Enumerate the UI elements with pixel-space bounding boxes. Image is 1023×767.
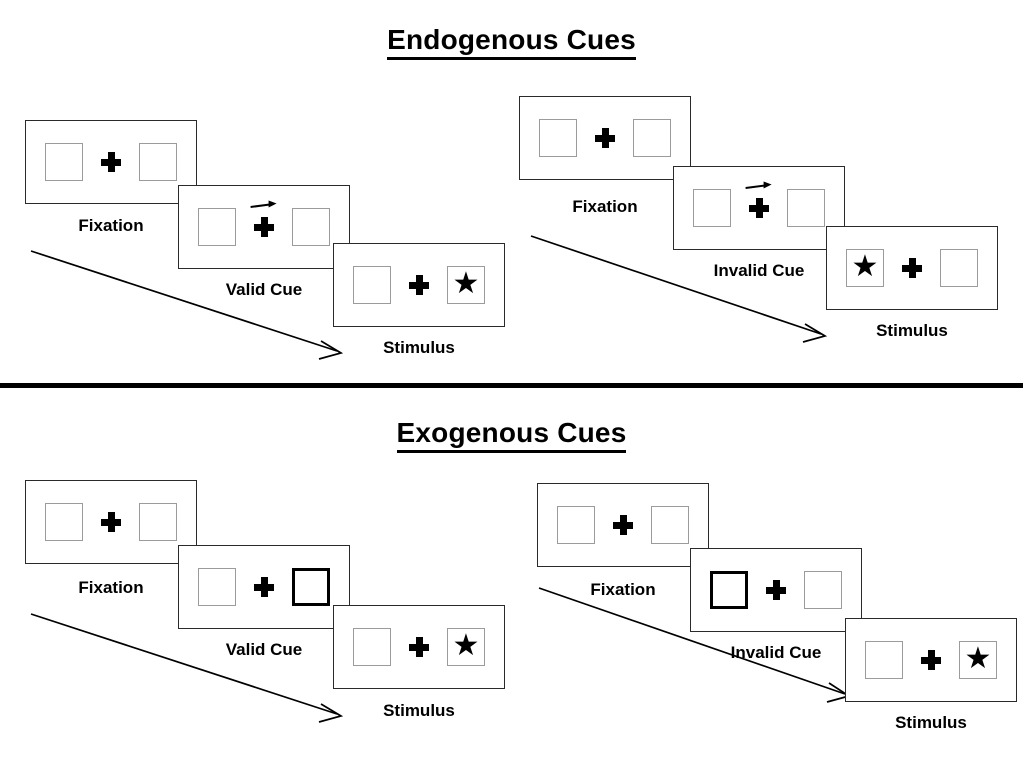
section-endogenous: Endogenous Cues Fixation Va bbox=[0, 24, 1023, 360]
panel-content bbox=[198, 200, 330, 246]
panel-label-endogenous-valid-cue: Valid Cue bbox=[225, 280, 303, 299]
fixation-cross-icon bbox=[745, 181, 772, 218]
panel-label-exogenous-invalid-stimulus: Stimulus bbox=[895, 713, 967, 732]
right-box bbox=[139, 503, 177, 541]
panel-content: ★ bbox=[846, 249, 978, 287]
panel-endogenous-invalid-fixation[interactable] bbox=[519, 96, 691, 180]
panel-endogenous-invalid-stimulus[interactable]: ★ bbox=[826, 226, 998, 310]
panel-label-endogenous-valid-fixation: Fixation bbox=[78, 216, 144, 235]
star-icon: ★ bbox=[851, 250, 879, 283]
section-title-exogenous-text: Exogenous Cues bbox=[396, 417, 627, 453]
left-box bbox=[198, 568, 236, 606]
panel-label-endogenous-invalid-stimulus: Stimulus bbox=[876, 321, 948, 340]
panel-label-exogenous-invalid-fixation: Fixation bbox=[590, 580, 656, 599]
panel-endogenous-valid-fixation[interactable] bbox=[25, 120, 197, 204]
panel-content bbox=[557, 506, 689, 544]
left-box bbox=[353, 266, 391, 304]
panel-content: ★ bbox=[353, 266, 485, 304]
left-box bbox=[693, 189, 731, 227]
fixation-cross-icon bbox=[595, 128, 615, 148]
panel-label-endogenous-invalid-fixation: Fixation bbox=[572, 197, 638, 216]
star-icon: ★ bbox=[964, 642, 992, 675]
left-box bbox=[865, 641, 903, 679]
right-box-target: ★ bbox=[959, 641, 997, 679]
fixation-cross-icon bbox=[902, 258, 922, 278]
section-title-exogenous: Exogenous Cues bbox=[0, 417, 1023, 453]
right-box-target: ★ bbox=[447, 266, 485, 304]
panel-exogenous-valid-fixation[interactable] bbox=[25, 480, 197, 564]
right-box bbox=[139, 143, 177, 181]
panel-content bbox=[693, 181, 825, 227]
star-icon: ★ bbox=[452, 629, 480, 662]
right-box bbox=[651, 506, 689, 544]
right-box bbox=[804, 571, 842, 609]
panel-content bbox=[539, 119, 671, 157]
panel-content: ★ bbox=[353, 628, 485, 666]
panel-exogenous-invalid-stimulus[interactable]: ★ bbox=[845, 618, 1017, 702]
fixation-cross-icon bbox=[101, 152, 121, 172]
panel-content bbox=[45, 143, 177, 181]
panel-label-endogenous-valid-stimulus: Stimulus bbox=[383, 338, 455, 357]
right-box bbox=[940, 249, 978, 287]
section-divider bbox=[0, 383, 1023, 388]
panel-exogenous-invalid-fixation[interactable] bbox=[537, 483, 709, 567]
left-box bbox=[198, 208, 236, 246]
panel-content bbox=[710, 571, 842, 609]
left-box bbox=[353, 628, 391, 666]
panel-endogenous-valid-stimulus[interactable]: ★ bbox=[333, 243, 505, 327]
panel-content: ★ bbox=[865, 641, 997, 679]
fixation-cross-icon bbox=[250, 200, 277, 237]
panel-exogenous-valid-cue[interactable] bbox=[178, 545, 350, 629]
panel-label-exogenous-valid-fixation: Fixation bbox=[78, 578, 144, 597]
section-title-endogenous: Endogenous Cues bbox=[0, 24, 1023, 60]
fixation-cross-icon bbox=[101, 512, 121, 532]
panel-label-exogenous-valid-stimulus: Stimulus bbox=[383, 701, 455, 720]
panel-label-exogenous-valid-cue: Valid Cue bbox=[225, 640, 303, 659]
left-box bbox=[557, 506, 595, 544]
right-box-target: ★ bbox=[447, 628, 485, 666]
panel-exogenous-invalid-cue[interactable] bbox=[690, 548, 862, 632]
panel-content bbox=[198, 568, 330, 606]
panel-endogenous-invalid-cue[interactable] bbox=[673, 166, 845, 250]
right-box bbox=[633, 119, 671, 157]
panel-endogenous-valid-cue[interactable] bbox=[178, 185, 350, 269]
left-box bbox=[45, 503, 83, 541]
left-box bbox=[539, 119, 577, 157]
panel-exogenous-valid-stimulus[interactable]: ★ bbox=[333, 605, 505, 689]
right-box bbox=[787, 189, 825, 227]
left-box-target: ★ bbox=[846, 249, 884, 287]
right-box bbox=[292, 208, 330, 246]
section-title-endogenous-text: Endogenous Cues bbox=[387, 24, 636, 60]
star-icon: ★ bbox=[452, 267, 480, 300]
fixation-cross-icon bbox=[409, 637, 429, 657]
fixation-cross-icon bbox=[254, 577, 274, 597]
fixation-cross-icon bbox=[613, 515, 633, 535]
cue-arrow-right-icon bbox=[250, 200, 277, 208]
fixation-cross-icon bbox=[921, 650, 941, 670]
cue-arrow-right-icon bbox=[745, 181, 772, 189]
right-box-cued bbox=[292, 568, 330, 606]
section-exogenous: Exogenous Cues Fixation Valid Cue ★ bbox=[0, 390, 1023, 767]
left-box-cued bbox=[710, 571, 748, 609]
fixation-cross-icon bbox=[409, 275, 429, 295]
panel-label-endogenous-invalid-cue: Invalid Cue bbox=[713, 261, 805, 280]
fixation-cross-icon bbox=[766, 580, 786, 600]
panel-label-exogenous-invalid-cue: Invalid Cue bbox=[730, 643, 822, 662]
panel-content bbox=[45, 503, 177, 541]
left-box bbox=[45, 143, 83, 181]
